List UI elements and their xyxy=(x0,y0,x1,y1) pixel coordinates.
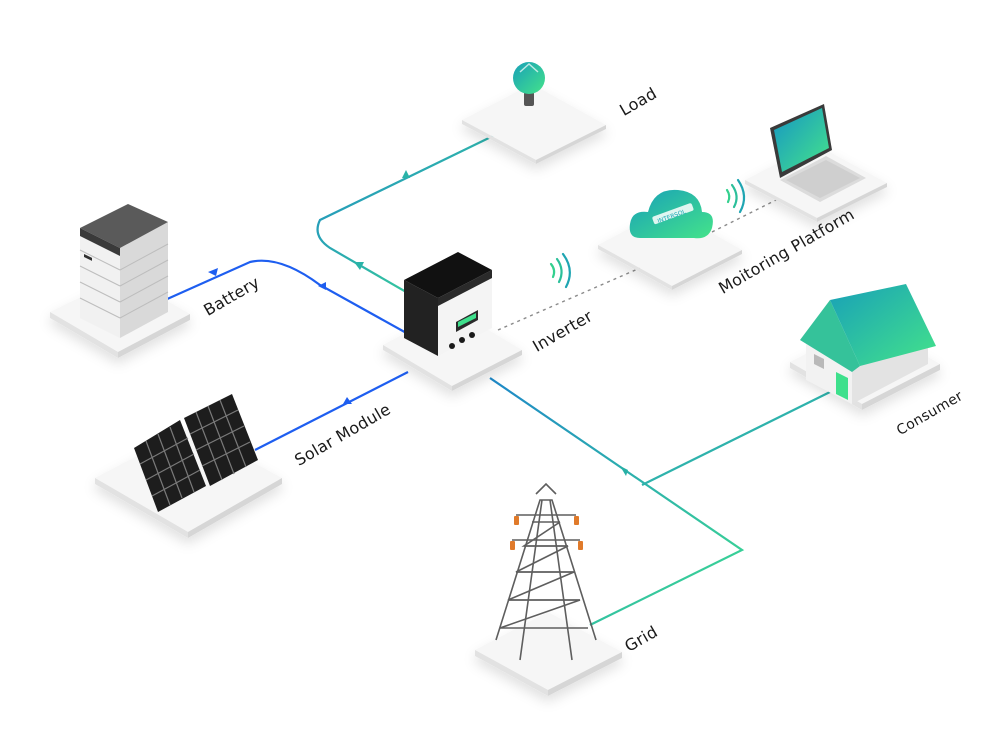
line-to-consumer xyxy=(641,391,831,486)
cloud-icon: INTERSOL xyxy=(629,189,713,239)
dashed-inverter-cloud xyxy=(497,267,641,331)
line-solar-inverter xyxy=(254,371,409,451)
arrow-to-battery xyxy=(208,268,218,276)
load-node xyxy=(462,84,606,164)
dashed-cloud-laptop xyxy=(711,197,781,233)
inverter-icon xyxy=(404,252,492,356)
lightbulb-icon xyxy=(513,62,545,106)
arrow-from-solar xyxy=(343,397,352,404)
battery-icon xyxy=(79,204,169,338)
arrow-to-load xyxy=(354,262,364,270)
house-icon xyxy=(800,284,936,404)
wifi-icon xyxy=(549,252,571,289)
line-inverter-load xyxy=(316,134,496,301)
line-inverter-battery xyxy=(164,259,411,336)
arrow-to-grid xyxy=(620,466,628,476)
laptop-icon xyxy=(770,104,866,202)
line-inverter-grid xyxy=(489,377,745,626)
wifi-icon-2 xyxy=(725,178,746,214)
pylon-icon xyxy=(495,482,597,661)
arrow-to-battery-2 xyxy=(318,282,326,290)
arrow-to-load-2 xyxy=(402,170,410,178)
grid-node xyxy=(475,612,622,696)
solar-panel-icon xyxy=(134,394,258,512)
connections xyxy=(164,134,831,626)
